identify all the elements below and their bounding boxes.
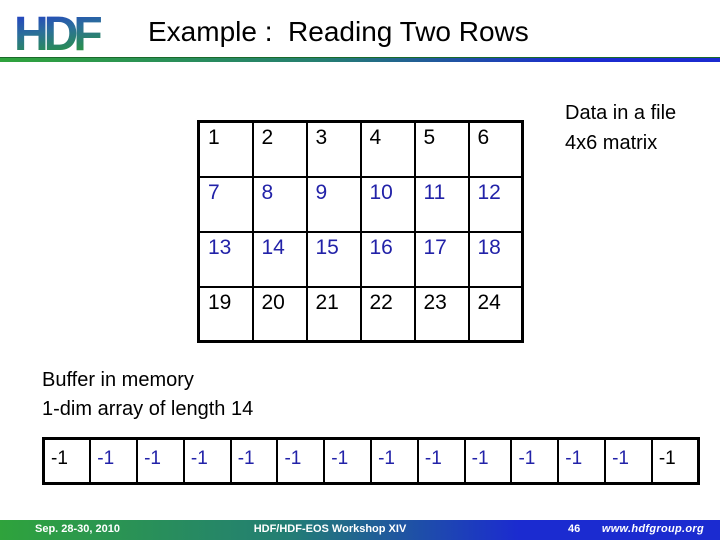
- title-divider: [0, 57, 720, 62]
- buffer-caption-line1: Buffer in memory: [42, 369, 194, 391]
- buffer-caption-line2: 1-dim array of length 14: [42, 398, 254, 420]
- hdf-logo-icon: HDF: [14, 8, 104, 60]
- matrix-cell: 3: [305, 120, 362, 178]
- footer-website-link[interactable]: www.hdfgroup.org: [601, 523, 704, 535]
- matrix-table: 1 2 3 4 5 6 7 8 9 10 11 12 13 14 15 16 1…: [197, 120, 524, 343]
- matrix-cell: 14: [251, 230, 308, 288]
- matrix-cell: 20: [251, 285, 308, 343]
- file-caption: Data in a file 4x6 matrix: [565, 98, 676, 158]
- matrix-cell: 8: [251, 175, 308, 233]
- buffer-cell-highlighted: -1: [416, 437, 466, 485]
- matrix-cell: 5: [413, 120, 470, 178]
- buffer-cell-highlighted: -1: [604, 437, 653, 485]
- matrix-row-highlighted: 13 14 15 16 17 18: [197, 230, 524, 288]
- matrix-row-highlighted: 7 8 9 10 11 12: [197, 175, 524, 233]
- buffer-cell-highlighted: -1: [510, 437, 560, 485]
- buffer-cell-highlighted: -1: [276, 437, 326, 485]
- buffer-container: -1 -1 -1 -1 -1 -1 -1 -1 -1 -1 -1 -1 -1 -…: [42, 437, 701, 485]
- matrix-cell: 21: [305, 285, 362, 343]
- matrix-cell: 7: [197, 175, 254, 233]
- matrix-cell: 2: [251, 120, 308, 178]
- page-title: Example : Reading Two Rows: [148, 16, 529, 47]
- footer-workshop-title: HDF/HDF-EOS Workshop XIV: [253, 523, 407, 535]
- file-caption-line1: Data in a file: [565, 102, 677, 124]
- buffer-cell-highlighted: -1: [136, 437, 185, 485]
- matrix-cell: 15: [305, 230, 362, 288]
- buffer-caption: Buffer in memory 1-dim array of length 1…: [42, 366, 253, 424]
- buffer-cell-highlighted: -1: [557, 437, 607, 485]
- buffer-cell-highlighted: -1: [370, 437, 419, 485]
- matrix-cell: 17: [413, 230, 470, 288]
- buffer-cell: -1: [42, 437, 92, 485]
- matrix-cell: 16: [359, 230, 416, 288]
- buffer-cell-highlighted: -1: [182, 437, 232, 485]
- buffer-row: -1 -1 -1 -1 -1 -1 -1 -1 -1 -1 -1 -1 -1 -…: [42, 437, 700, 485]
- footer-page-number: 46: [568, 523, 581, 535]
- matrix-cell: 23: [413, 285, 470, 343]
- buffer-cell-highlighted: -1: [323, 437, 373, 485]
- footer-bar: Sep. 28-30, 2010 HDF/HDF-EOS Workshop XI…: [0, 520, 720, 540]
- matrix-cell: 1: [197, 120, 254, 178]
- matrix-cell: 10: [359, 175, 416, 233]
- matrix-cell: 4: [359, 120, 416, 178]
- matrix-cell: 18: [467, 230, 524, 288]
- matrix-container: 1 2 3 4 5 6 7 8 9 10 11 12 13 14 15 16 1…: [197, 120, 524, 343]
- buffer-cell-highlighted: -1: [89, 437, 139, 485]
- buffer-cell-highlighted: -1: [229, 437, 279, 485]
- matrix-cell: 6: [467, 120, 524, 178]
- matrix-row: 1 2 3 4 5 6: [197, 120, 524, 178]
- matrix-cell: 9: [305, 175, 362, 233]
- matrix-cell: 22: [359, 285, 416, 343]
- matrix-cell: 11: [413, 175, 470, 233]
- buffer-cell-highlighted: -1: [463, 437, 513, 485]
- matrix-cell: 13: [197, 230, 254, 288]
- hdf-logo-text: HDF: [14, 8, 101, 60]
- buffer-cell: -1: [650, 437, 700, 485]
- matrix-cell: 12: [467, 175, 524, 233]
- buffer-table: -1 -1 -1 -1 -1 -1 -1 -1 -1 -1 -1 -1 -1 -…: [42, 437, 701, 485]
- matrix-cell: 24: [467, 285, 524, 343]
- footer-date: Sep. 28-30, 2010: [35, 523, 121, 535]
- matrix-row: 19 20 21 22 23 24: [197, 285, 524, 343]
- matrix-cell: 19: [197, 285, 254, 343]
- file-caption-line2: 4x6 matrix: [565, 132, 658, 154]
